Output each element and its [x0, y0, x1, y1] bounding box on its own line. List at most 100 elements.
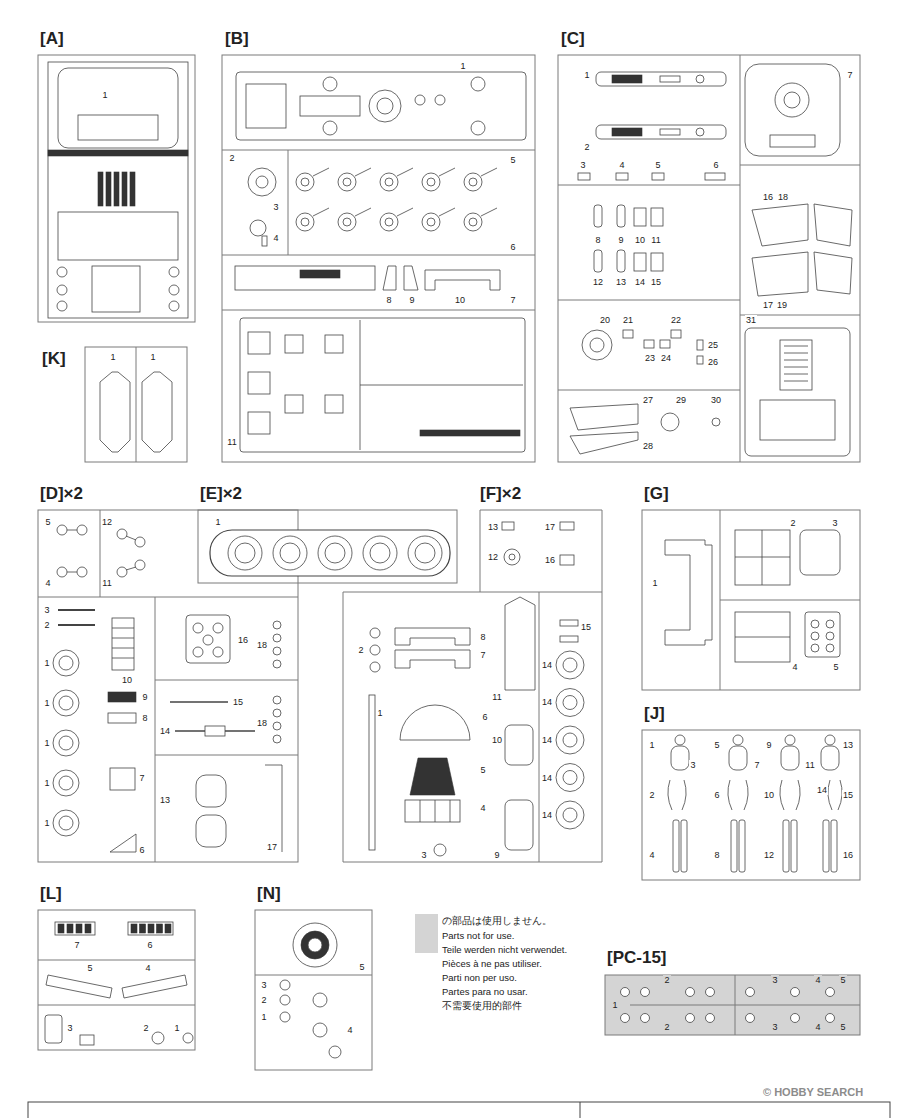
part-outline — [325, 543, 345, 563]
part-number: 19 — [776, 300, 788, 310]
part-number: 2 — [260, 995, 267, 1005]
sprue-letter: [L] — [40, 884, 62, 904]
part-number: 24 — [660, 353, 672, 363]
part-number: 1 — [43, 658, 50, 668]
part-number: 13 — [615, 277, 627, 287]
part-outline — [420, 800, 421, 822]
part-outline — [112, 628, 134, 629]
part-outline — [318, 536, 352, 570]
part-outline — [126, 536, 136, 540]
part-outline — [563, 733, 577, 747]
part-number: 16 — [237, 635, 249, 645]
part-outline — [45, 1015, 62, 1043]
part-number: 6 — [481, 712, 488, 722]
part-number: 5 — [839, 1022, 846, 1032]
part-number: 18 — [256, 640, 268, 650]
part-outline — [696, 128, 704, 136]
part-outline — [686, 988, 695, 997]
part-outline — [380, 213, 398, 231]
sprue-letter: [F]×2 — [480, 484, 521, 504]
part-number: 7 — [138, 773, 145, 783]
sprue-frame-line — [740, 55, 741, 462]
part-number: 3 — [689, 760, 696, 770]
part-outline — [293, 923, 337, 967]
sprue-frame-line — [480, 592, 602, 593]
part-outline — [826, 644, 834, 652]
part-number: 1 — [260, 1012, 267, 1022]
part-outline — [196, 815, 226, 847]
sprue-frame: [F]×2 — [343, 510, 602, 862]
part-outline — [196, 775, 226, 807]
part-outline — [469, 178, 477, 186]
part-outline — [183, 1033, 193, 1043]
part-detail — [108, 692, 136, 702]
part-outline — [58, 624, 95, 626]
sprue-frame-line — [155, 597, 156, 862]
part-outline — [110, 834, 136, 852]
part-outline — [578, 173, 590, 180]
part-number: 31 — [745, 315, 757, 325]
part-outline — [169, 301, 179, 311]
part-outline — [248, 168, 276, 196]
part-outline — [563, 696, 577, 710]
part-number: 14 — [541, 773, 553, 783]
part-outline — [59, 776, 73, 790]
part-number: 1 — [648, 740, 655, 750]
part-outline — [675, 735, 685, 745]
sprue-frame-line — [136, 347, 137, 462]
part-number: 2 — [228, 153, 235, 163]
part-outline — [696, 75, 704, 83]
part-outline — [582, 330, 612, 360]
part-outline — [273, 660, 281, 668]
part-outline — [80, 1035, 94, 1045]
part-outline — [395, 628, 470, 645]
part-detail — [420, 430, 520, 436]
part-number: 1 — [651, 578, 658, 588]
sprue-letter: [J] — [644, 704, 665, 724]
part-number: 1 — [611, 1000, 618, 1010]
part-number: 3 — [272, 202, 279, 212]
part-outline — [563, 771, 577, 785]
part-outline — [273, 634, 281, 642]
part-outline — [825, 735, 835, 745]
part-outline — [53, 770, 79, 796]
part-number: 3 — [43, 605, 50, 615]
part-outline — [826, 1014, 835, 1023]
part-number: 6 — [509, 242, 516, 252]
part-outline — [67, 530, 77, 531]
part-outline — [78, 115, 158, 140]
part-outline — [826, 620, 834, 628]
note-text: Teile werden nicht verwendet. — [442, 944, 567, 956]
part-detail — [148, 924, 154, 933]
part-outline — [745, 328, 850, 456]
part-outline — [481, 168, 497, 176]
part-number: 9 — [141, 692, 148, 702]
part-outline — [280, 980, 290, 990]
part-number: 10 — [491, 735, 503, 745]
part-outline — [641, 1014, 650, 1023]
part-number: 1 — [583, 70, 590, 80]
part-outline — [325, 335, 343, 353]
part-outline — [415, 95, 425, 105]
part-outline — [673, 820, 679, 872]
part-outline — [617, 250, 625, 272]
sprue-frame: [B] — [222, 55, 535, 462]
sprue-frame-line — [255, 975, 372, 976]
part-detail — [612, 128, 642, 136]
part-outline — [100, 372, 130, 452]
part-outline — [280, 995, 290, 1005]
part-outline — [285, 395, 303, 413]
part-outline — [280, 543, 300, 563]
part-number: 14 — [816, 785, 828, 795]
part-outline — [814, 204, 852, 246]
part-outline — [228, 536, 262, 570]
part-outline — [343, 218, 351, 226]
part-outline — [505, 800, 533, 850]
part-outline — [745, 64, 840, 156]
part-outline — [67, 572, 77, 573]
part-number: 6 — [713, 790, 720, 800]
part-outline — [471, 77, 485, 91]
part-outline — [434, 844, 446, 856]
part-number: 5 — [509, 155, 516, 165]
part-number: 5 — [713, 740, 720, 750]
